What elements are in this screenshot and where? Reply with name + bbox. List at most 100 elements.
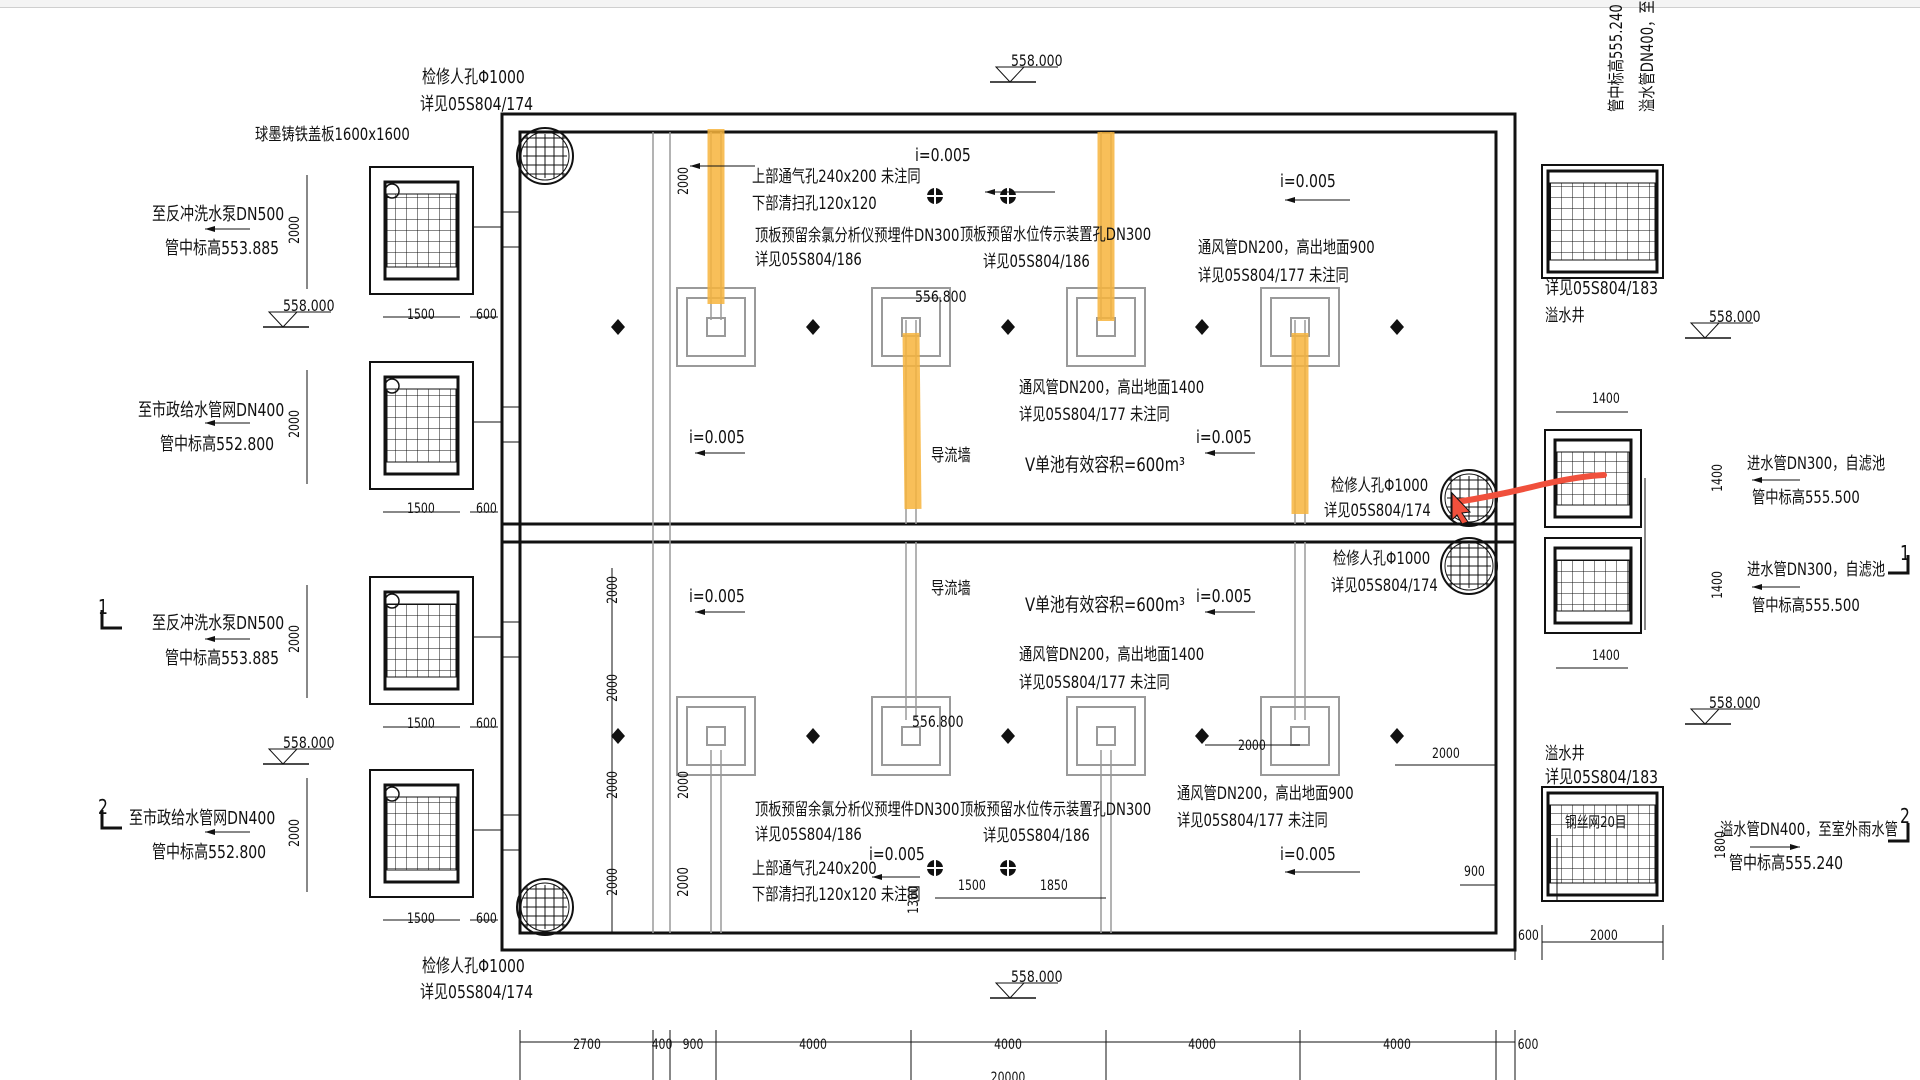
label-u-fan9-b: 详见05S804/177 未注同 <box>1198 265 1349 285</box>
label-b1: 2700 <box>573 1036 601 1053</box>
label-d-i3: i=0.005 <box>689 585 745 606</box>
viewer-top-bar <box>0 0 1920 8</box>
label-ov-t-a: 详见05S804/183 <box>1545 277 1658 298</box>
red-annotation-stroke <box>1454 472 1607 505</box>
section-mark-icon <box>1888 555 1910 575</box>
tank-outer-wall <box>500 112 1517 952</box>
vent-pipe-marker-icon <box>806 728 820 744</box>
vent-pipe-marker-icon <box>1390 319 1404 335</box>
arrowhead <box>205 420 215 426</box>
manhole-icon <box>1440 537 1498 595</box>
label-u-lv-a: 顶板预留水位传示装置孔DN300 <box>960 224 1151 244</box>
label-ov-w-gap: 600 <box>1518 927 1539 944</box>
label-l2-a: 至市政给水管网DN400 <box>138 399 284 420</box>
label-dv3: 2000 <box>604 771 621 799</box>
label-in1-w: 1400 <box>1592 390 1620 407</box>
label-d-lv-b: 详见05S804/186 <box>983 825 1090 845</box>
label-sec1-r: 1 <box>1900 542 1910 565</box>
label-dh900: 900 <box>1464 863 1485 880</box>
label-bx3-g: 600 <box>476 715 497 732</box>
label-u-fan14-b: 详见05S804/177 未注同 <box>1019 404 1170 424</box>
label-d-i1: i=0.005 <box>869 843 925 864</box>
elevation-triangle-icon <box>1689 322 1721 339</box>
column-footing-inner <box>686 297 746 357</box>
valve-icon <box>384 593 400 609</box>
valve-icon <box>384 378 400 394</box>
vent-pipe-marker-icon <box>806 319 820 335</box>
label-u-wall: 导流墙 <box>931 445 971 465</box>
manhole-icon <box>1440 469 1498 527</box>
vent-pipe-marker-icon <box>1195 728 1209 744</box>
label-el-bot: 558.000 <box>1011 969 1063 987</box>
label-u-el: 556.800 <box>915 289 967 307</box>
label-l1-b: 管中标高553.885 <box>165 237 279 258</box>
section-mark-icon <box>100 810 122 830</box>
label-in2-b: 管中标高555.500 <box>1752 595 1860 615</box>
label-b7: 4000 <box>1383 1036 1411 1053</box>
overflow-well-bottom <box>1541 786 1664 902</box>
drawing-geometry <box>100 66 1910 1080</box>
left-well-2 <box>369 361 474 490</box>
column-footing-outer <box>676 696 756 776</box>
label-b5: 4000 <box>994 1036 1022 1053</box>
label-dh1: 2000 <box>1238 737 1266 754</box>
left-well-4-grating <box>386 796 457 871</box>
vent-pipe-marker-icon <box>1195 319 1209 335</box>
left-well-2-grating <box>386 388 457 463</box>
label-u-cl-a: 顶板预留余氯分析仪预埋件DN300 <box>755 225 959 245</box>
label-d-cl-b: 详见05S804/186 <box>755 824 862 844</box>
label-bx2-h: 2000 <box>286 410 303 438</box>
arrowhead <box>1790 844 1800 850</box>
label-b2: 400 <box>652 1036 673 1053</box>
left-well-1-frame <box>383 180 460 281</box>
label-dv1300: 1300 <box>905 886 922 914</box>
label-d-wall: 导流墙 <box>931 578 971 598</box>
section-mark-icon <box>1888 823 1910 843</box>
label-mh-bl-a: 检修人孔Φ1000 <box>422 955 525 976</box>
label-el-r1: 558.000 <box>1709 309 1761 327</box>
arrowhead <box>695 609 705 615</box>
label-dv6: 2000 <box>676 867 693 897</box>
arrowhead <box>985 189 995 195</box>
manhole-icon <box>516 127 574 185</box>
overflow-well-top-grating <box>1549 182 1656 261</box>
arrowhead <box>1285 197 1295 203</box>
arrowhead <box>1205 609 1215 615</box>
label-tr-b: 溢水管DN400，至室 <box>1637 0 1657 112</box>
label-dv5: 2000 <box>675 771 692 799</box>
vent-pipe-marker-icon <box>1390 728 1404 744</box>
label-el-l2: 558.000 <box>283 735 335 753</box>
inlet-well-2 <box>1544 537 1642 634</box>
label-ov-t-b: 溢水井 <box>1545 305 1585 325</box>
label-mh-bl-b: 详见05S804/174 <box>420 981 533 1002</box>
label-mh-r2-a: 检修人孔Φ1000 <box>1333 548 1430 568</box>
label-ov-w: 2000 <box>1590 927 1618 944</box>
label-bx1-h: 2000 <box>286 216 303 244</box>
label-ov-out-b: 管中标高555.240 <box>1729 852 1843 873</box>
label-in1-a: 进水管DN300，自滤池 <box>1747 453 1885 473</box>
overflow-well-bottom-grating <box>1549 804 1656 884</box>
vent-pipe-marker-icon <box>611 728 625 744</box>
label-u-vol: V单池有效容积=600m³ <box>1025 454 1185 476</box>
label-tr-a: 管中标高555.240 <box>1606 4 1626 112</box>
overflow-well-top-frame <box>1546 169 1659 274</box>
label-in2-w: 1400 <box>1592 647 1620 664</box>
label-d-vol: V单池有效容积=600m³ <box>1025 594 1185 616</box>
left-well-3 <box>369 576 474 705</box>
label-u-cl-b: 详见05S804/186 <box>755 249 862 269</box>
label-d-fan9-a: 通风管DN200，高出地面900 <box>1177 783 1354 803</box>
column <box>901 726 921 746</box>
label-l4-b: 管中标高552.800 <box>152 841 266 862</box>
arrowhead <box>1205 450 1215 456</box>
arrowhead <box>690 163 700 169</box>
manhole-inner <box>520 882 570 932</box>
tank-inner-wall <box>518 130 1498 935</box>
column-footing-inner <box>1076 706 1136 766</box>
label-u-fan14-a: 通风管DN200，高出地面1400 <box>1019 377 1204 397</box>
label-l1-a: 至反冲洗水泵DN500 <box>152 203 284 224</box>
vent-pipe-marker-icon <box>1001 728 1015 744</box>
label-u-i3: i=0.005 <box>689 426 745 447</box>
overflow-well-top <box>1541 164 1664 279</box>
label-u-i1: i=0.005 <box>915 144 971 165</box>
